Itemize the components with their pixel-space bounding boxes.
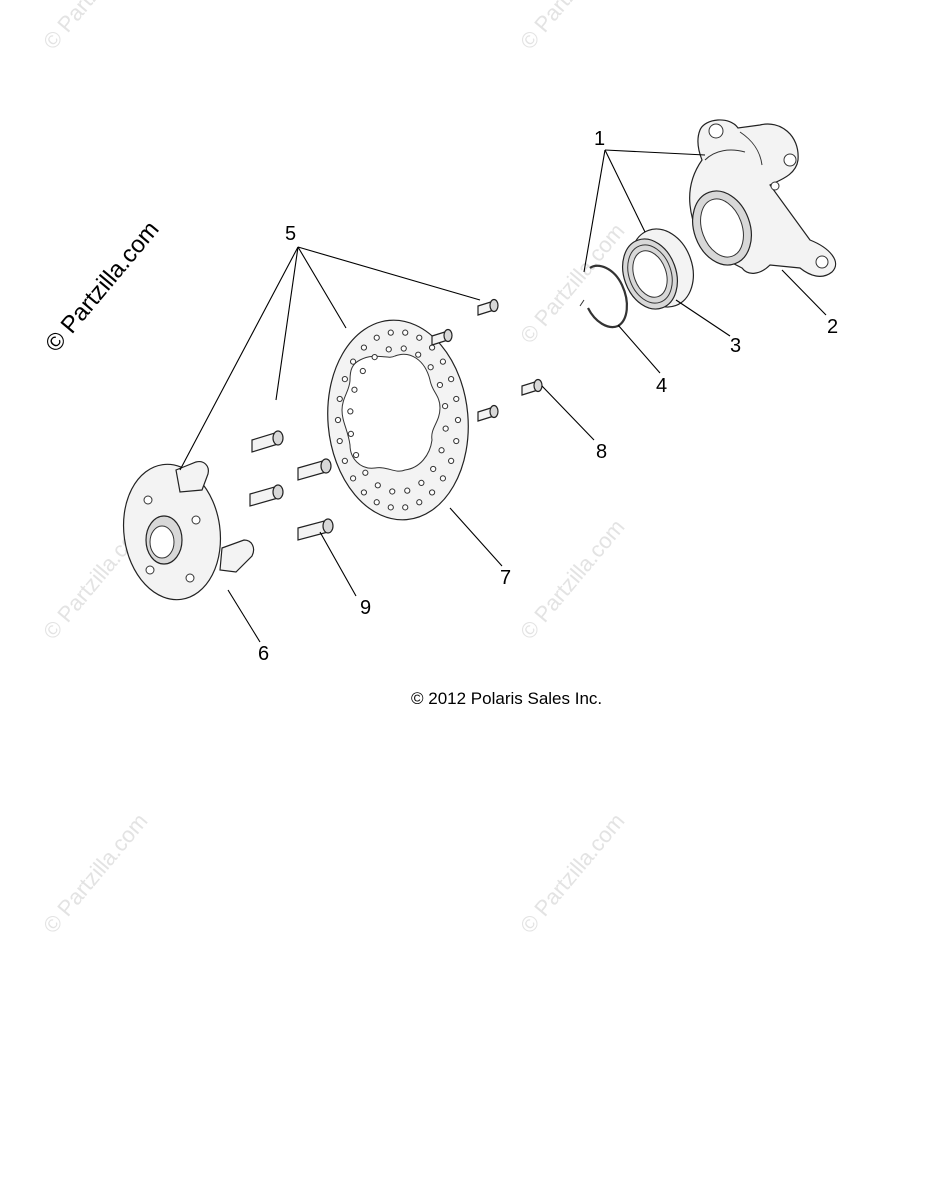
copyright-notice: © 2012 Polaris Sales Inc.: [411, 689, 603, 708]
rotor-hole: [359, 367, 366, 375]
rotor-hole: [373, 499, 380, 506]
screw-head: [489, 404, 499, 419]
rotor-hole: [347, 408, 354, 415]
rotor-hole: [428, 344, 436, 351]
rotor-hole: [438, 447, 445, 454]
rotor-hole: [427, 364, 434, 371]
rotor-hole: [430, 465, 437, 473]
rotor-hole: [402, 329, 409, 336]
hub-part: [122, 461, 255, 601]
callout-5: 5: [285, 223, 296, 245]
rotor-hole: [439, 475, 447, 482]
rotor-hole: [341, 376, 348, 383]
callout-9: 9: [360, 597, 371, 619]
rotor-hole: [387, 329, 394, 336]
rotor-screws: [431, 298, 543, 422]
rotor-hole: [389, 488, 396, 495]
callout-3: 3: [730, 335, 741, 357]
rotor-hole: [352, 451, 360, 459]
rotor-hole: [441, 403, 449, 410]
screw-head: [443, 328, 453, 343]
rotor-hole: [349, 358, 357, 365]
rotor-hole: [402, 504, 409, 511]
callout-labels: 1 2 3 4 5 6 7 8 9: [258, 128, 838, 665]
rotor-hole: [336, 437, 343, 445]
knuckle-part: [689, 119, 837, 277]
rotor-hole: [439, 358, 447, 365]
brake-rotor-part: [327, 319, 469, 521]
rotor-hole: [347, 430, 355, 437]
rotor-hole: [334, 416, 342, 424]
rotor-hole: [385, 346, 392, 353]
rotor-hole: [416, 499, 423, 506]
rotor-hole: [448, 376, 455, 383]
rotor-hole: [436, 381, 444, 389]
rotor-hole: [360, 344, 368, 351]
rotor-hole: [387, 504, 394, 511]
stud-head: [272, 430, 284, 446]
callout-6: 6: [258, 643, 269, 665]
callout-2: 2: [827, 316, 838, 338]
stud-head: [322, 518, 334, 534]
rotor-hole: [454, 416, 462, 424]
screw-head: [489, 298, 499, 313]
rotor-hole: [418, 479, 425, 486]
stud-bolts: [249, 430, 334, 541]
rotor-hole: [453, 437, 460, 445]
callout-7: 7: [500, 567, 511, 589]
screw-head: [533, 378, 543, 393]
rotor-hole: [371, 354, 378, 361]
rotor-hole: [442, 425, 449, 432]
rotor-hole: [373, 334, 380, 341]
rotor-hole: [341, 457, 348, 464]
rotor-hole: [400, 345, 407, 352]
rotor-hole: [374, 482, 381, 489]
stud-head: [320, 458, 332, 474]
rotor-hole: [416, 334, 423, 341]
rotor-hole: [448, 457, 455, 464]
rotor-hole: [360, 489, 368, 496]
rotor-hole: [453, 395, 460, 403]
rotor-hole: [404, 487, 411, 494]
callout-4: 4: [656, 375, 667, 397]
rotor-hole: [351, 386, 358, 393]
stud-head: [272, 484, 284, 500]
rotor-hole: [362, 469, 369, 476]
leader-lines: [179, 149, 827, 643]
rotor-hole: [415, 351, 422, 358]
bearing-part: [622, 228, 694, 310]
snap-ring-part: [579, 264, 628, 329]
rotor-hole: [349, 475, 357, 482]
callout-8: 8: [596, 441, 607, 463]
rotor-hole: [428, 489, 436, 496]
rotor-hole: [336, 395, 343, 403]
callout-1: 1: [594, 128, 605, 150]
